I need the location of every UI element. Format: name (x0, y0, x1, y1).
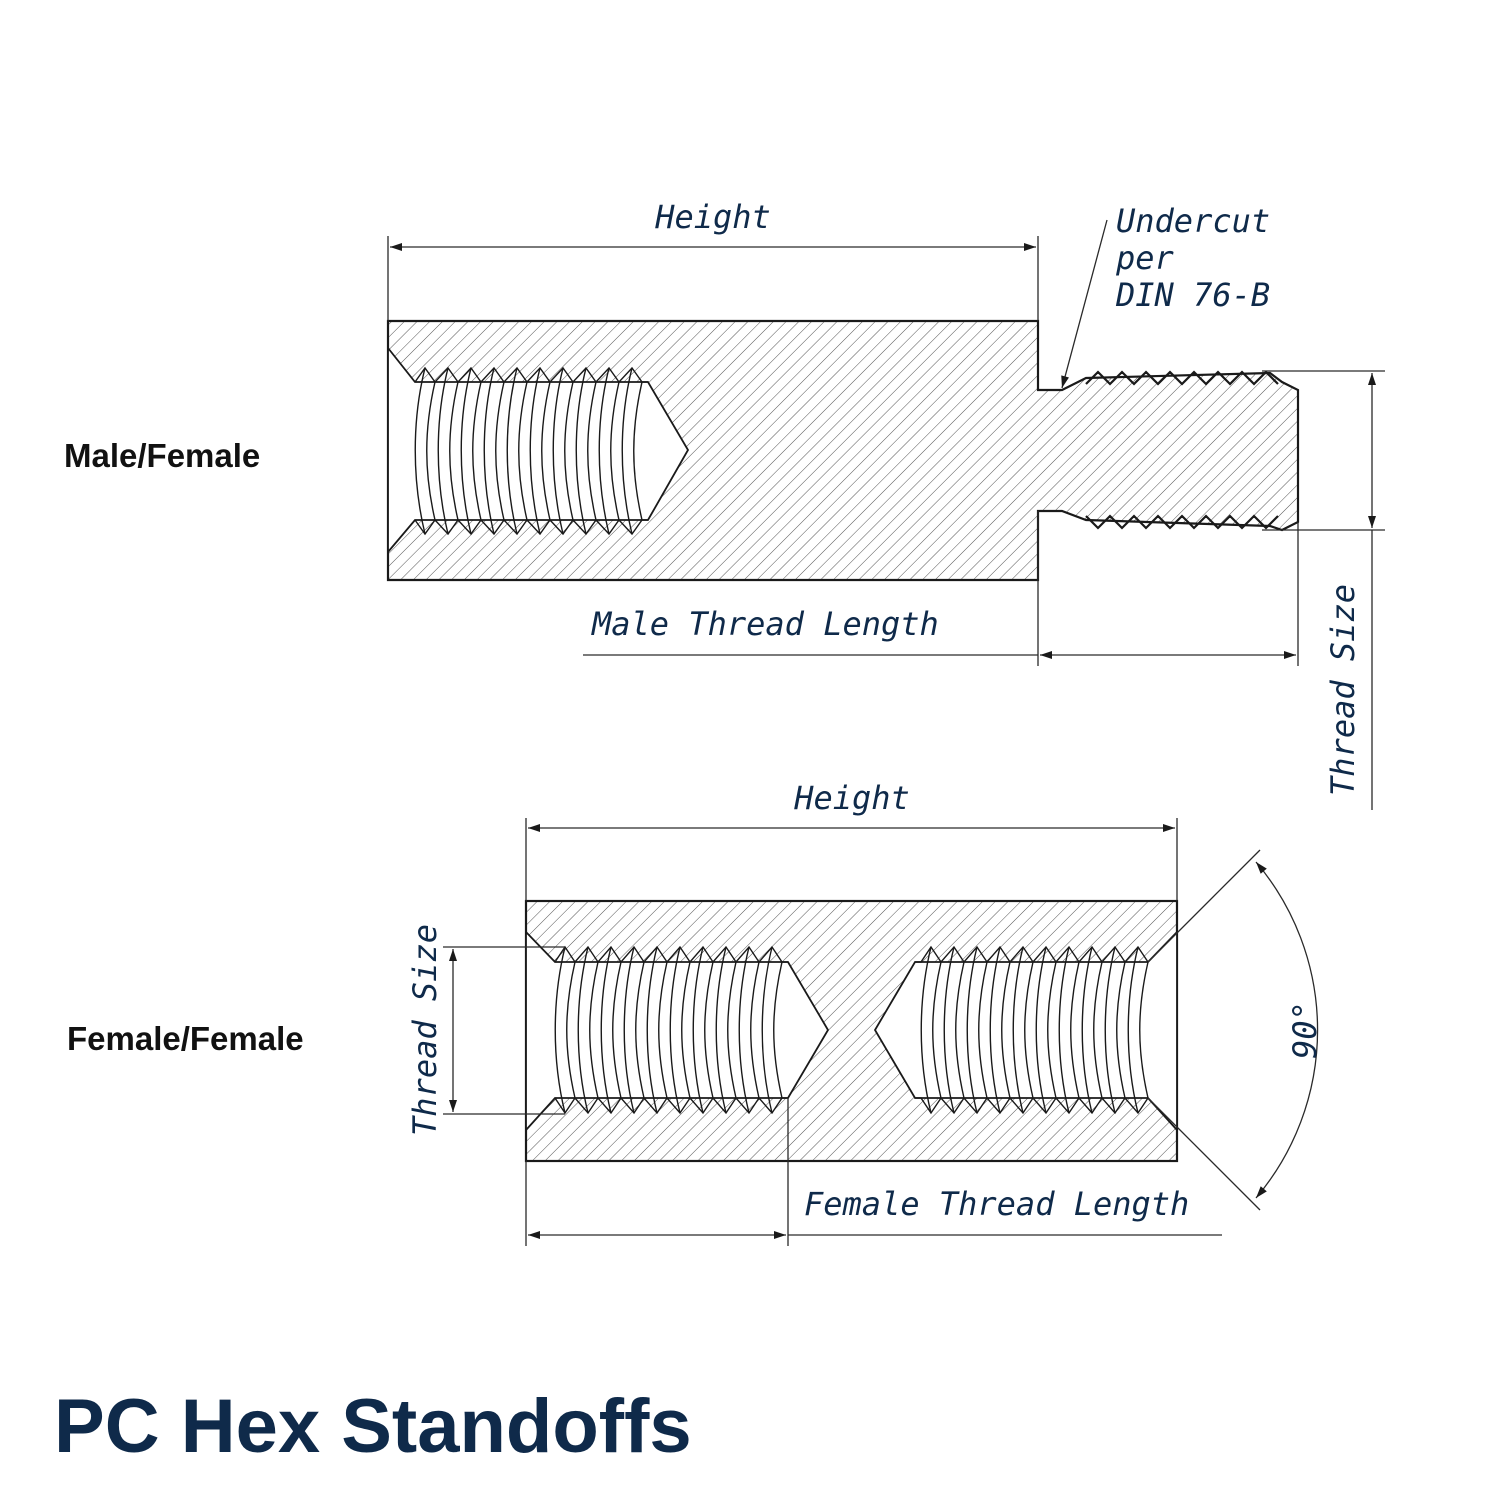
male-female-drawing: Height Undercut per DIN 76-B Thread Size… (386, 198, 1385, 810)
female-female-drawing: Height Thread Size Female Thread Length … (406, 779, 1324, 1246)
female-thread-lines-right (915, 945, 1149, 1115)
male-thread-teeth-top (1085, 370, 1279, 386)
male-thread-length-label: Male Thread Length (591, 605, 939, 643)
female-bore-left-ff (525, 929, 830, 1133)
female-bore-right-ff (873, 929, 1178, 1133)
undercut-leader (1061, 219, 1108, 389)
undercut-label-line3: DIN 76-B (1115, 276, 1270, 314)
angle-extension-bottom (1147, 1097, 1261, 1211)
female-thread-lines-top (414, 366, 648, 536)
undercut-label-line2: per (1115, 239, 1175, 277)
mf-thread-size-label: Thread Size (1324, 584, 1362, 796)
female-thread-lines-left (554, 945, 788, 1115)
male-thread-teeth-bottom (1085, 514, 1279, 530)
female-bore-left (387, 345, 690, 555)
ff-thread-size-label: Thread Size (406, 924, 444, 1136)
ff-height-label: Height (793, 779, 910, 817)
male-female-label: Male/Female (64, 437, 260, 474)
female-female-label: Female/Female (67, 1020, 304, 1057)
angle-arc (1255, 861, 1319, 1199)
angle-extension-top (1147, 849, 1261, 963)
page-title: PC Hex Standoffs (54, 1384, 692, 1469)
mf-height-label: Height (654, 198, 771, 236)
angle-label: 90° (1286, 1001, 1324, 1059)
undercut-label-line1: Undercut (1116, 202, 1270, 240)
female-thread-length-label: Female Thread Length (804, 1185, 1189, 1223)
